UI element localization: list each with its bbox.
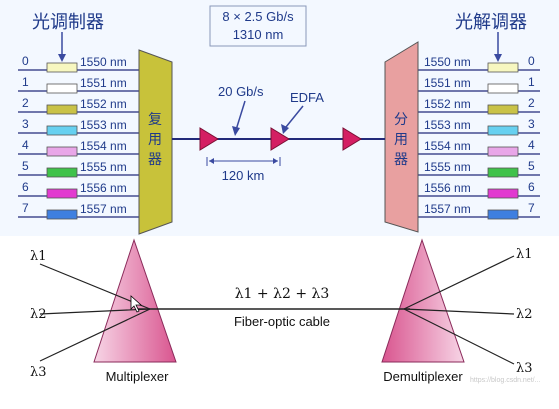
right-demodulator-3 (487, 125, 519, 136)
right-demodulator-2 (487, 104, 519, 115)
demultiplexer-prism (381, 238, 465, 363)
prism-diagram: λ1 λ2 λ3 λ1 λ2 λ3 λ1 + λ2 + λ3 Fiber-opt… (0, 236, 559, 409)
distance-dimension (206, 157, 281, 166)
modulator-arrow (58, 32, 66, 62)
demux-label-2: 用 (394, 131, 408, 147)
output-ray-1 (403, 255, 515, 310)
left-modulator-0 (46, 62, 78, 73)
left-channel-index-3: 3 (22, 117, 29, 131)
left-modulator-3 (46, 125, 78, 136)
right-demodulator-5 (487, 167, 519, 178)
channel-rows: 0 1550 nm 1550 nm 0 1 1551 nm 1551 nm 1 2 1552 nm… (18, 54, 540, 220)
mux-caption: Multiplexer (106, 369, 170, 384)
left-channel-index-6: 6 (22, 180, 29, 194)
left-channel-wavelength-0: 1550 nm (80, 55, 127, 69)
rate-pointer-head (232, 126, 240, 136)
right-channel-wavelength-3: 1553 nm (424, 118, 471, 132)
left-title: 光调制器 (32, 12, 104, 32)
wdm-system-diagram: 光调制器 光解调器 8 × 2.5 Gb/s 1310 nm 0 1550 nm 1… (0, 0, 559, 236)
demux-label-3: 器 (394, 151, 408, 167)
right-demodulator-0 (487, 62, 519, 73)
distance-label: 120 km (222, 168, 265, 183)
right-channel-wavelength-4: 1554 nm (424, 139, 471, 153)
mux-label-2: 用 (148, 131, 162, 147)
right-channel-wavelength-0: 1550 nm (424, 55, 471, 69)
right-channel-wavelength-5: 1555 nm (424, 160, 471, 174)
right-channel-index-6: 6 (528, 180, 535, 194)
left-channel-wavelength-3: 1553 nm (80, 118, 127, 132)
multiplexer-block (138, 49, 173, 235)
right-demodulator-4 (487, 146, 519, 157)
right-demodulator-7 (487, 209, 519, 220)
prism-diagram-svg: λ1 λ2 λ3 λ1 λ2 λ3 λ1 + λ2 + λ3 Fiber-opt… (30, 238, 540, 384)
left-channel-index-1: 1 (22, 75, 29, 89)
left-channel-index-7: 7 (22, 201, 29, 215)
right-channel-index-1: 1 (528, 75, 535, 89)
right-channel-index-0: 0 (528, 54, 535, 68)
lambda-left-3: λ3 (30, 365, 47, 380)
demux-label-1: 分 (394, 111, 408, 127)
left-modulator-7 (46, 209, 78, 220)
left-channel-index-5: 5 (22, 159, 29, 173)
right-channel-wavelength-6: 1556 nm (424, 181, 471, 195)
rate-pointer (235, 100, 246, 131)
edfa-label: EDFA (290, 90, 324, 105)
left-channel-index-2: 2 (22, 96, 29, 110)
left-channel-wavelength-1: 1551 nm (80, 76, 127, 90)
lambda-right-1: λ1 (516, 247, 533, 262)
left-modulator-6 (46, 188, 78, 199)
amplifier-1 (199, 127, 219, 151)
sum-label: λ1 + λ2 + λ3 (235, 286, 330, 302)
demodulator-arrow (494, 32, 502, 62)
lambda-left-2: λ2 (30, 307, 47, 322)
rate-label: 20 Gb/s (218, 84, 264, 99)
input-ray-2 (39, 308, 151, 315)
demux-caption: Demultiplexer (383, 369, 463, 384)
lambda-left-1: λ1 (30, 249, 47, 264)
edfa-pointer-head (281, 124, 289, 134)
left-modulator-1 (46, 83, 78, 94)
right-channel-wavelength-7: 1557 nm (424, 202, 471, 216)
left-modulator-4 (46, 146, 78, 157)
wdm-diagram-svg: 光调制器 光解调器 8 × 2.5 Gb/s 1310 nm 0 1550 nm 1… (18, 5, 540, 235)
info-line-1: 8 × 2.5 Gb/s (222, 9, 294, 24)
lambda-right-3: λ3 (516, 361, 533, 376)
demultiplexer-block (384, 41, 419, 233)
right-channel-wavelength-2: 1552 nm (424, 97, 471, 111)
left-channel-index-4: 4 (22, 138, 29, 152)
mux-label-3: 器 (148, 151, 162, 167)
right-channel-index-5: 5 (528, 159, 535, 173)
left-channel-wavelength-5: 1555 nm (80, 160, 127, 174)
mouse-cursor-icon (130, 295, 143, 313)
amplifier-3 (342, 127, 362, 151)
left-channel-wavelength-4: 1554 nm (80, 139, 127, 153)
lambda-right-2: λ2 (516, 307, 533, 322)
left-modulator-5 (46, 167, 78, 178)
output-ray-2 (403, 308, 515, 315)
watermark: https://blog.csdn.net/... (470, 377, 540, 384)
right-channel-index-2: 2 (528, 96, 535, 110)
right-demodulator-6 (487, 188, 519, 199)
mux-label-1: 复 (148, 111, 162, 127)
right-channel-index-4: 4 (528, 138, 535, 152)
info-line-2: 1310 nm (233, 27, 284, 42)
right-channel-index-7: 7 (528, 201, 535, 215)
right-title: 光解调器 (455, 12, 527, 32)
amplifier-2 (270, 127, 290, 151)
right-channel-index-3: 3 (528, 117, 535, 131)
output-ray-3 (403, 308, 515, 365)
right-demodulator-1 (487, 83, 519, 94)
edfa-pointer (285, 105, 304, 128)
left-channel-wavelength-2: 1552 nm (80, 97, 127, 111)
left-channel-wavelength-7: 1557 nm (80, 202, 127, 216)
left-channel-index-0: 0 (22, 54, 29, 68)
left-channel-wavelength-6: 1556 nm (80, 181, 127, 195)
info-box (209, 5, 307, 47)
left-modulator-2 (46, 104, 78, 115)
right-channel-wavelength-1: 1551 nm (424, 76, 471, 90)
cable-label: Fiber-optic cable (234, 314, 330, 329)
input-ray-3 (39, 308, 151, 362)
